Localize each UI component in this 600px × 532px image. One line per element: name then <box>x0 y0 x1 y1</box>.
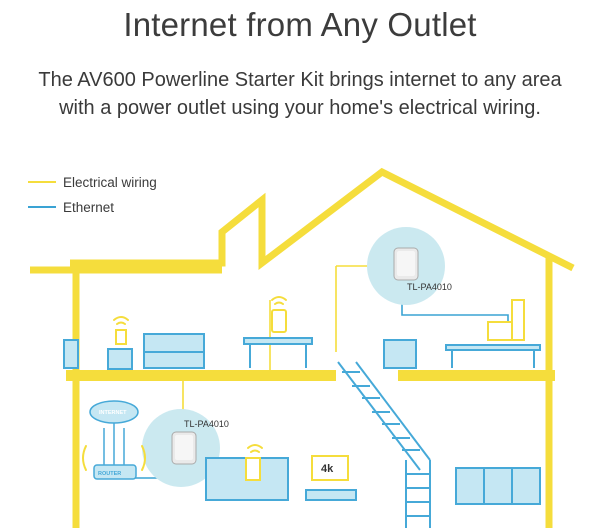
computer-desk-icon <box>445 344 541 351</box>
legend: Electrical wiring Ethernet <box>28 175 157 215</box>
radiator-icon <box>63 339 79 369</box>
lower-adapter: TL-PA4010 <box>142 409 229 487</box>
desk-icon <box>243 337 313 345</box>
lower-adapter-label: TL-PA4010 <box>184 419 229 429</box>
page-subtitle: The AV600 Powerline Starter Kit brings i… <box>0 66 600 122</box>
upper-adapter-label: TL-PA4010 <box>407 282 452 292</box>
monitor-icon <box>487 321 515 341</box>
internet-router: INTERNET ROUTER <box>89 400 139 480</box>
nightstand-icon <box>107 348 133 370</box>
lamp-icon <box>115 329 127 345</box>
armchair-icon <box>383 339 417 369</box>
kitchen-counter-icon <box>455 467 541 505</box>
router-label: ROUTER <box>98 471 121 477</box>
router-icon <box>93 464 137 480</box>
wifi-icon-lamp <box>113 316 129 325</box>
page-title: Internet from Any Outlet <box>123 6 477 43</box>
legend-electrical-label: Electrical wiring <box>63 175 157 190</box>
internet-cloud-label: INTERNET <box>99 410 127 416</box>
wifi-signals <box>82 296 287 471</box>
staircase <box>337 361 431 528</box>
tv-stand-icon <box>305 489 357 501</box>
tablet-icon <box>271 309 287 333</box>
legend-ethernet-label: Ethernet <box>63 200 114 215</box>
floor-divider <box>66 370 555 381</box>
upper-floor-furniture <box>63 299 541 370</box>
upper-adapter: TL-PA4010 <box>367 227 452 305</box>
lower-floor-furniture <box>205 455 541 505</box>
pc-tower-icon <box>511 299 525 341</box>
wifi-icon-tv <box>247 444 263 453</box>
tv-icon <box>311 455 349 481</box>
wifi-icon-router <box>82 445 146 471</box>
tv-4k-badge: 4k <box>321 463 334 475</box>
phone-icon <box>245 457 261 481</box>
wifi-icon-tablet <box>271 296 287 305</box>
subtitle-line-1: The AV600 Powerline Starter Kit brings i… <box>38 69 562 91</box>
subtitle-line-2: with a power outlet using your home's el… <box>59 97 541 119</box>
